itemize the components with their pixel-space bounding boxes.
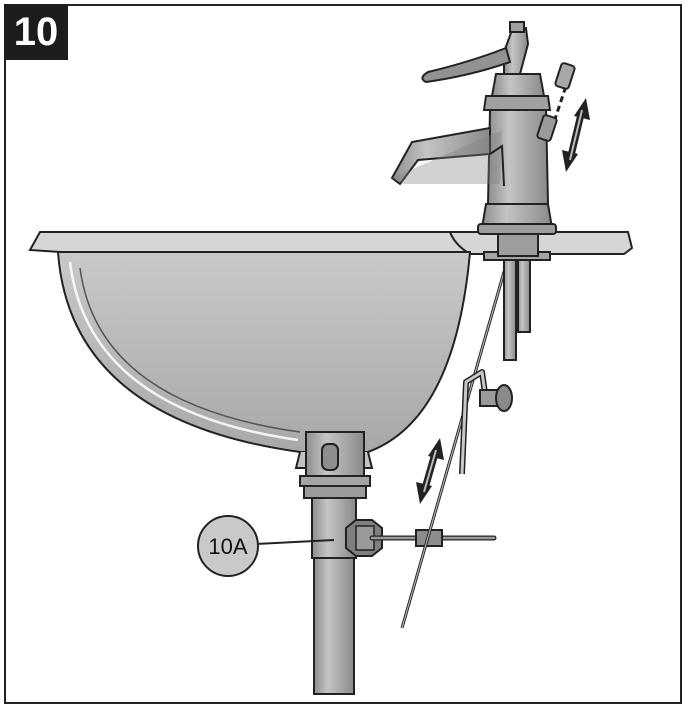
drain-body bbox=[299, 431, 371, 499]
pivot-rod bbox=[369, 529, 497, 547]
lift-rod bbox=[400, 257, 510, 629]
drain-tailpiece-pivot-nut bbox=[345, 519, 383, 557]
extension-strap bbox=[459, 369, 513, 475]
sink-rim bbox=[28, 231, 634, 255]
faucet bbox=[390, 21, 557, 235]
double-arrow-icon bbox=[562, 98, 590, 172]
callout-label: 10A bbox=[208, 534, 247, 559]
sink-basin bbox=[56, 251, 472, 469]
double-arrow-icon bbox=[416, 438, 444, 504]
figure-frame bbox=[4, 4, 682, 704]
callout-10a: 10A bbox=[197, 515, 335, 577]
lift-rod-knob bbox=[536, 62, 576, 142]
drain-tailpiece bbox=[311, 497, 357, 695]
faucet-shank bbox=[483, 231, 551, 361]
step-number-badge: 10 bbox=[4, 4, 68, 60]
